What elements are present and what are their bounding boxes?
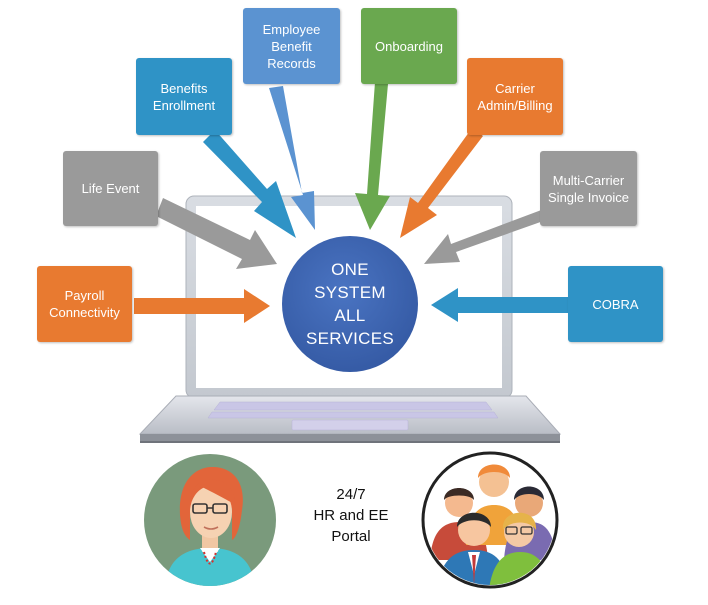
- label-line: Connectivity: [49, 305, 120, 320]
- payroll-connectivity-box: Payroll Connectivity: [37, 266, 132, 342]
- life-event-label: Life Event: [81, 181, 140, 196]
- hub-line: SERVICES: [305, 329, 395, 348]
- hub-line: SYSTEM: [314, 283, 386, 302]
- employee-group-icon: [421, 451, 559, 589]
- label-line: Admin/Billing: [477, 97, 553, 113]
- benefits-enrollment-label: Benefits Enrollment: [153, 80, 215, 114]
- label-line: Payroll: [64, 288, 105, 303]
- hub-line: ALL: [334, 306, 366, 325]
- arrow-multi-carrier: [424, 209, 549, 264]
- carrier-admin-billing-label: Carrier Admin/Billing: [477, 80, 552, 114]
- arrow-onboarding: [355, 82, 390, 230]
- hub-label: ONE SYSTEM ALL SERVICES: [282, 236, 418, 372]
- portal-label: 24/7 HR and EE Portal: [296, 484, 406, 547]
- life-event-box: Life Event: [63, 151, 158, 226]
- employee-benefit-records-label: Employee Benefit Records: [263, 21, 321, 72]
- carrier-admin-billing-box: Carrier Admin/Billing: [467, 58, 563, 135]
- label-line: Enrollment: [152, 97, 216, 113]
- portal-line: HR and EE: [313, 507, 389, 524]
- portal-line: Portal: [331, 528, 371, 545]
- label-line: Single Invoice: [548, 189, 629, 205]
- arrow-employee-benefit-records: [269, 86, 315, 230]
- label-line: Employee: [262, 21, 321, 37]
- cobra-label: COBRA: [592, 296, 639, 312]
- portal-line: 24/7: [336, 486, 366, 503]
- cobra-box: COBRA: [568, 266, 663, 342]
- multi-carrier-invoice-label: Multi-Carrier Single Invoice: [548, 172, 629, 206]
- multi-carrier-invoice-box: Multi-Carrier Single Invoice: [540, 151, 637, 226]
- hub-line: ONE: [331, 260, 369, 279]
- payroll-connectivity-label: Payroll Connectivity: [49, 287, 120, 321]
- label-line: Multi-Carrier: [552, 172, 625, 188]
- onboarding-box: Onboarding: [361, 8, 457, 84]
- arrow-benefits-enrollment: [203, 130, 296, 238]
- label-line: Benefits: [160, 80, 208, 96]
- arrow-carrier-admin-billing: [400, 128, 483, 238]
- hr-person-icon: [144, 454, 276, 586]
- arrow-cobra: [431, 288, 568, 322]
- onboarding-label: Onboarding: [375, 38, 443, 54]
- label-line: Benefit: [271, 38, 312, 54]
- label-line: Records: [267, 55, 316, 71]
- benefits-enrollment-box: Benefits Enrollment: [136, 58, 232, 135]
- hub-circle: [282, 236, 418, 372]
- arrow-life-event: [156, 198, 277, 269]
- employee-benefit-records-box: Employee Benefit Records: [243, 8, 340, 84]
- label-line: Carrier: [495, 80, 535, 96]
- arrow-payroll: [134, 289, 270, 323]
